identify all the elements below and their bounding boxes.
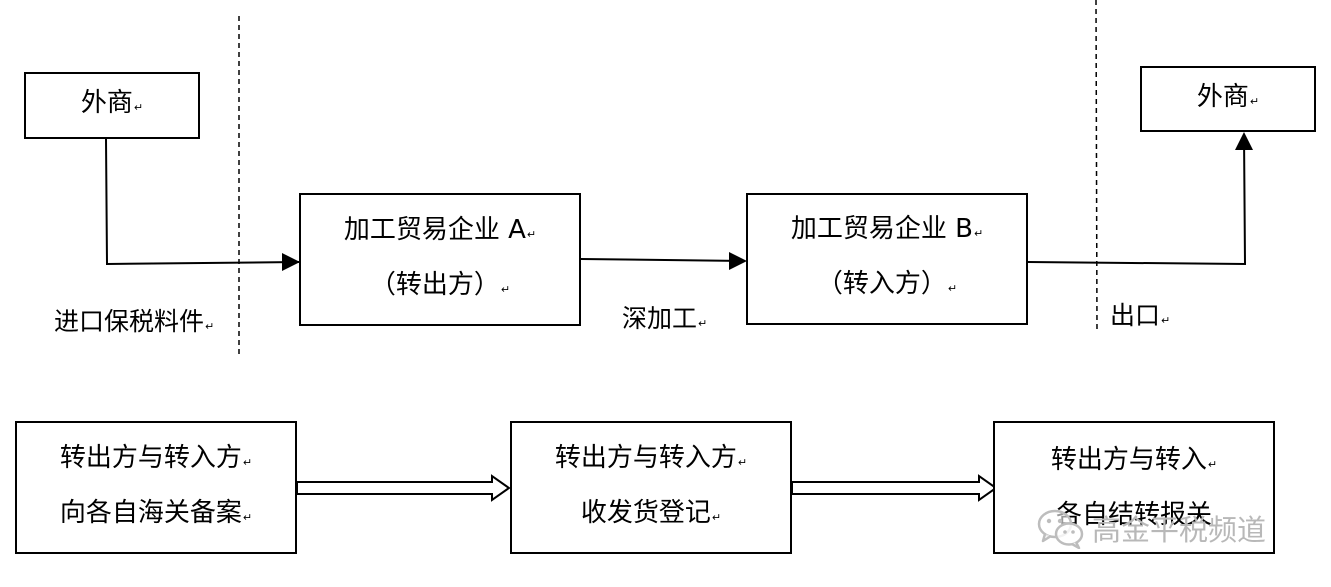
paragraph-mark: ↵ [698,317,708,330]
paragraph-mark: ↵ [737,455,748,469]
enterprise-b-box: 加工贸易企业 B↵ （转入方）↵ [746,193,1028,325]
paragraph-mark: ↵ [242,455,253,469]
step-3-line1: 转出方与转入 [1050,445,1207,475]
foreign-merchant-left-label: 外商 [80,88,133,118]
deep-processing-label: 深加工↵ [622,304,708,333]
foreign-merchant-right-box: 外商↵ [1140,66,1316,132]
paragraph-mark: ↵ [711,510,722,524]
customs-boundary-right [1095,0,1098,333]
paragraph-mark: ↵ [242,510,253,524]
step-1-line2: 向各自海关备案 [59,497,242,528]
foreign-merchant-left-box: 外商↵ [24,72,200,139]
export-arrow [1027,133,1247,266]
step-box-3: 转出方与转入↵ 各自结转报关 [993,421,1275,554]
paragraph-mark: ↵ [526,227,537,241]
paragraph-mark: ↵ [205,320,215,333]
export-label: 出口↵ [1110,301,1171,330]
step-arrow-1 [296,474,511,502]
enterprise-b-name: 加工贸易企业 B [790,214,973,244]
import-arrowhead [282,253,300,271]
step-3-line2: 各自结转报关 [1055,500,1212,530]
paragraph-mark: ↵ [500,282,511,296]
step-box-2: 转出方与转入方↵ 收发货登记↵ [510,421,792,554]
enterprise-b-role: （转入方） [816,269,947,299]
enterprise-a-name: 加工贸易企业 A [343,214,526,245]
enterprise-a-role: （转出方） [369,269,500,300]
import-label: 进口保税料件↵ [54,307,215,336]
step-2-line1: 转出方与转入方 [554,442,737,473]
wechat-icon [1037,509,1084,549]
step-box-1: 转出方与转入方↵ 向各自海关备案↵ [15,421,297,554]
watermark-text: 高金平税频道 [1092,513,1267,547]
step-1-line1: 转出方与转入方 [59,442,242,473]
paragraph-mark: ↵ [947,282,958,295]
watermark: 高金平税频道 [1036,507,1266,549]
enterprise-a-box: 加工贸易企业 A↵ （转出方）↵ [299,193,581,326]
step-arrow-2 [791,474,998,502]
import-arrow [105,138,300,266]
paragraph-mark: ↵ [1207,458,1218,471]
paragraph-mark: ↵ [1249,94,1260,108]
paragraph-mark: ↵ [973,227,984,240]
deep-processing-arrowhead [729,252,747,270]
paragraph-mark: ↵ [133,101,144,114]
step-2-line2: 收发货登记 [580,497,711,528]
deep-processing-arrow [580,258,746,262]
paragraph-mark: ↵ [1161,314,1171,327]
foreign-merchant-right-label: 外商 [1196,81,1249,112]
export-arrowhead [1235,132,1253,150]
